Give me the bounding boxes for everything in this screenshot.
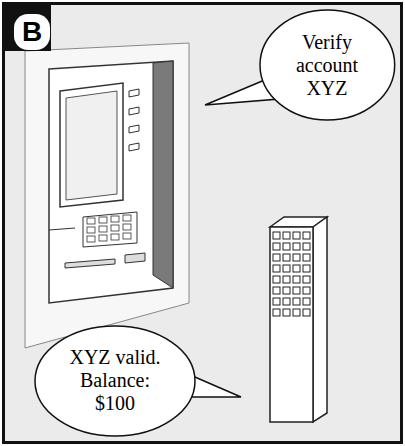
bank-building	[270, 217, 327, 422]
speech-text: Verify account XYZ	[284, 31, 370, 100]
wall-panel	[25, 43, 189, 348]
speech-text: XYZ valid. Balance: $100	[65, 346, 165, 415]
atm-machine	[49, 61, 173, 303]
speech-bubble: XYZ valid. Balance: $100	[34, 325, 196, 437]
panel-letter-badge: B	[13, 13, 51, 51]
panel-letter: B	[22, 18, 42, 46]
speech-bubble: Verify account XYZ	[259, 9, 396, 121]
